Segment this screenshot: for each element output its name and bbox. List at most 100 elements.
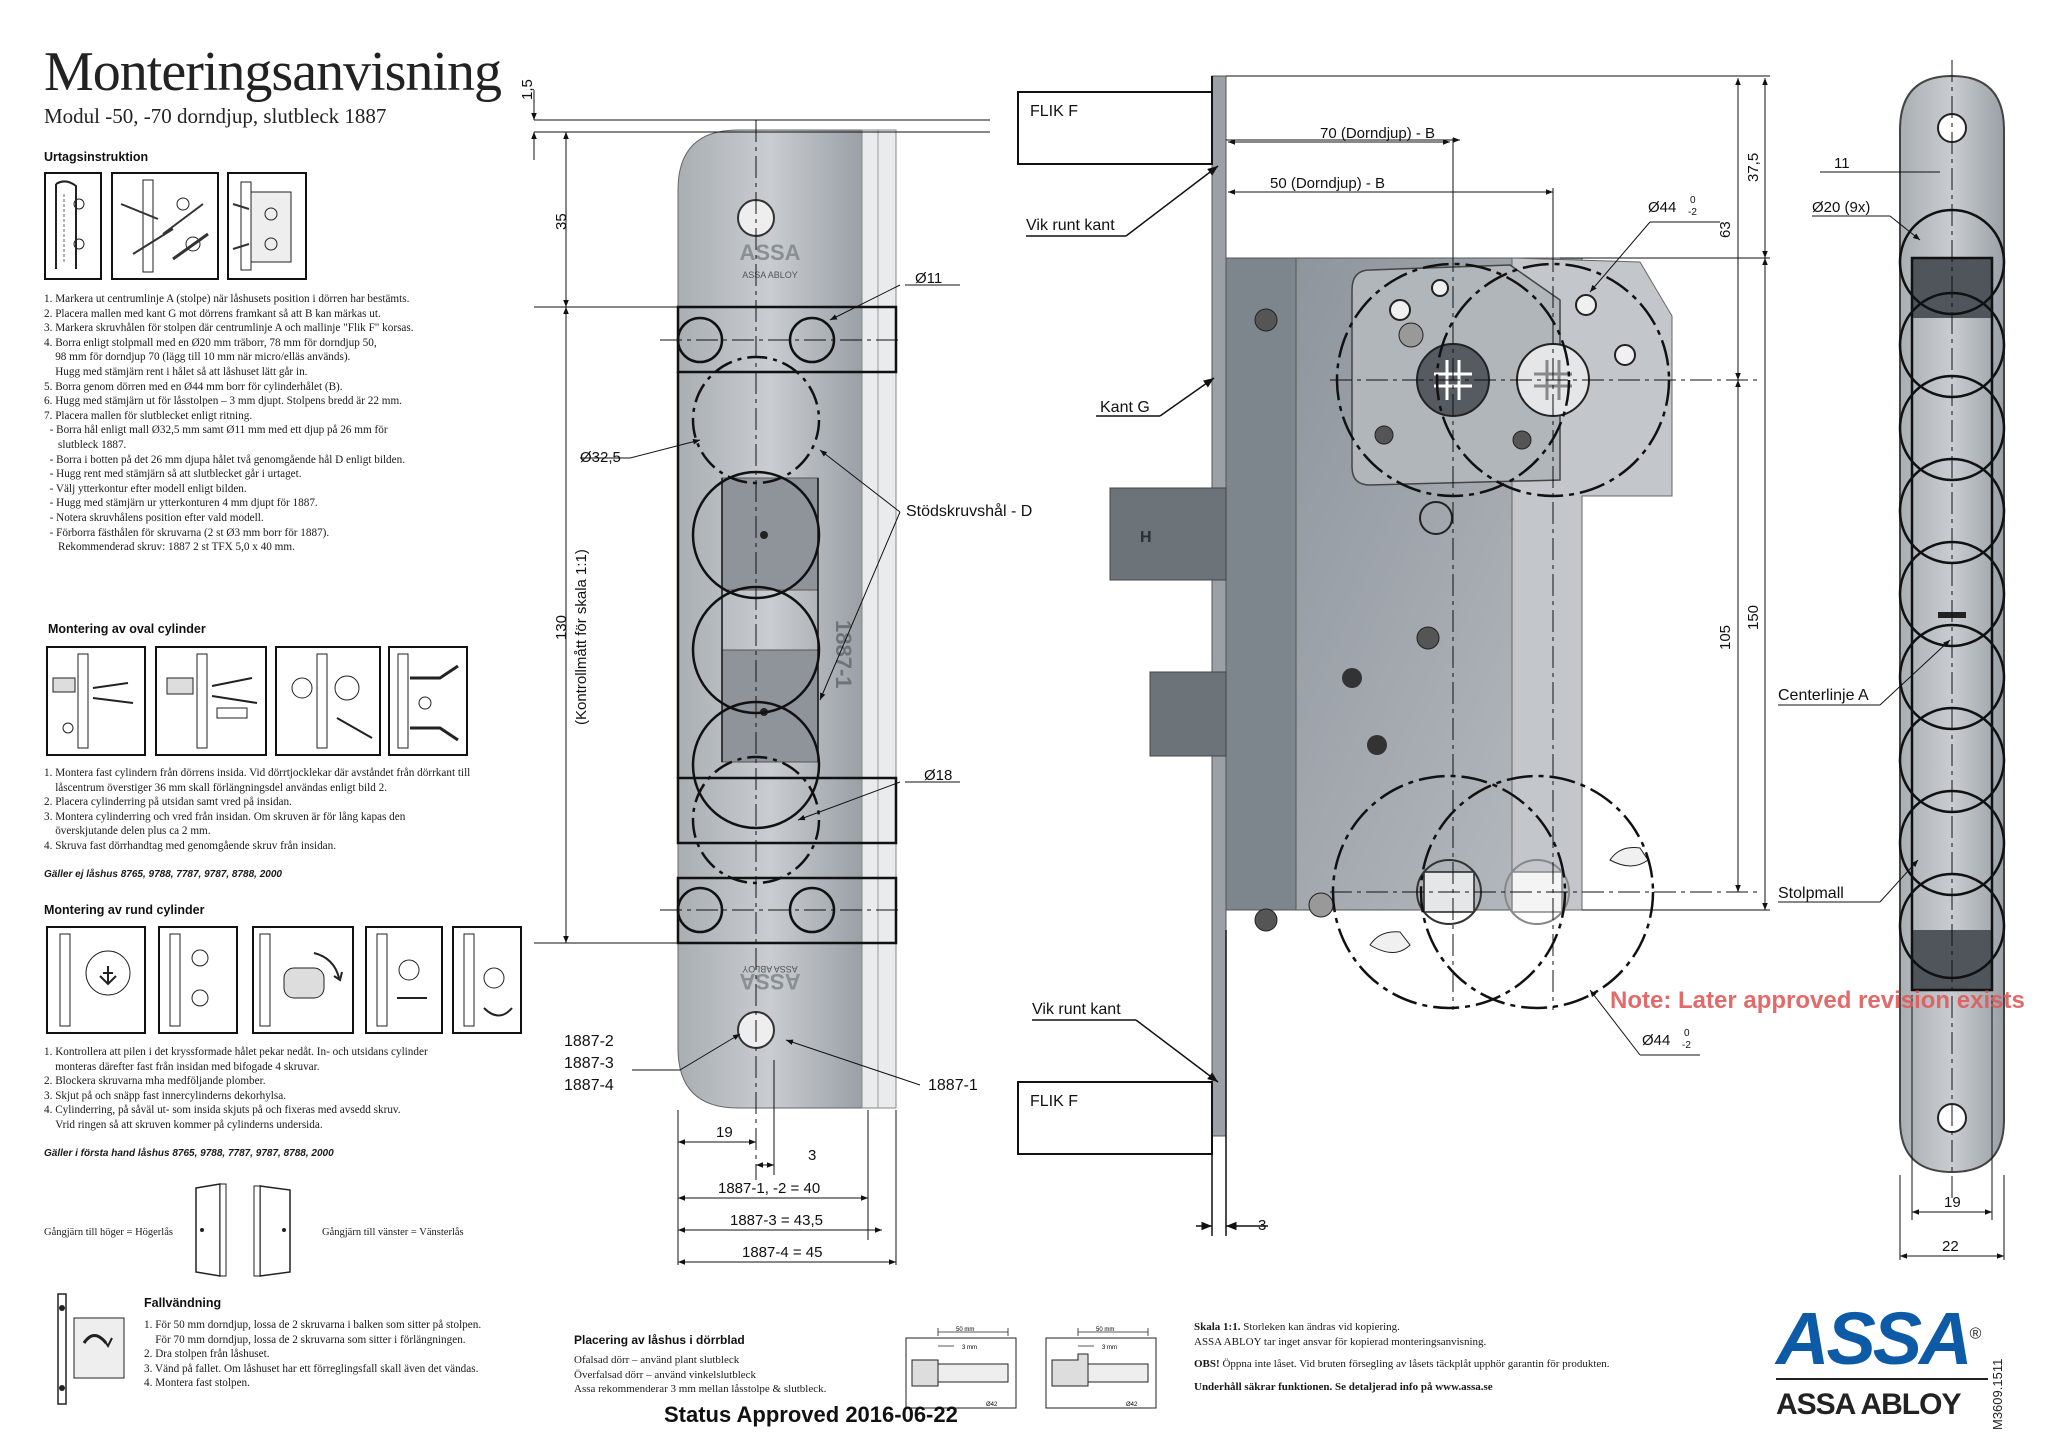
lock-label-text: FLIK F FLIK F Vik runt kant Vik runt kan… xyxy=(1026,103,1266,1234)
lock-post xyxy=(1898,60,2006,1200)
strike-dimensions xyxy=(531,90,990,1265)
rund-steps: 1. Kontrollera att pilen i det kryssform… xyxy=(44,1045,564,1133)
label-stolpmall: Stolpmall xyxy=(1778,885,1844,902)
strike-brand-top: ASSA xyxy=(739,240,800,265)
urtag-step: 2. Placera mallen med kant G mot dörrens… xyxy=(44,307,381,320)
dim-v130-note: (Kontrollmått för skala 1:1) xyxy=(573,549,590,725)
urtag-step: 6. Hugg med stämjärn ut för låsstolpen –… xyxy=(44,395,402,408)
logo-rule xyxy=(1776,1378,1988,1380)
strike-brand-sub-bottom: ASSA ABLOY xyxy=(742,964,798,974)
urtag-step: - Välj ytterkontur efter modell enligt b… xyxy=(44,482,247,495)
svg-text:Ø18: Ø18 xyxy=(924,767,952,784)
oval-illustration-3 xyxy=(275,646,381,756)
dim-h435: 1887-3 = 43,5 xyxy=(730,1212,823,1229)
dim-v15: 1,5 xyxy=(519,79,536,100)
assa-logo: ASSA® xyxy=(1776,1296,1982,1381)
dim-lock-h3: 3 xyxy=(1258,1217,1266,1234)
urtag-heading: Urtagsinstruktion xyxy=(44,150,149,164)
dim-d70: 70 (Dorndjup) - B xyxy=(1320,125,1435,142)
label-part-1887-1: 1887-1 xyxy=(928,1077,978,1094)
rund-step: 2. Blockera skruvarna mha medföljande pl… xyxy=(44,1075,266,1088)
lock-dimension-text: 70 (Dorndjup) - B 50 (Dorndjup) - B Ø44 … xyxy=(1270,125,1762,1051)
placering-line: Överfalsad dörr – använd vinkelslutbleck xyxy=(574,1368,757,1381)
strike-brand-bottom: ASSA xyxy=(739,969,800,994)
oval-step: 4. Skruva fast dörrhandtag med genomgåen… xyxy=(44,839,337,852)
tol-up: 0 xyxy=(1684,1028,1690,1039)
urtag-step: Hugg med stämjärn rent i hålet så att lå… xyxy=(44,365,308,378)
urtag-step: Rekommenderad skruv: 1887 2 st TFX 5,0 x… xyxy=(44,541,295,554)
strike-plate: ASSA ASSA ABLOY ASSA ASSA ABLOY 1887-1 xyxy=(660,120,900,1180)
strike-dimension-text: Ø11 Ø32,5 Ø18 1,5 35 130 (Kontrollmått f… xyxy=(519,79,1032,1261)
urtag-illustration-2 xyxy=(111,172,219,280)
dim-d11: 11 xyxy=(927,270,943,287)
urtag-illustration-1 xyxy=(44,172,102,280)
placering-line: Assa rekommenderar 3 mm mellan låsstolpe… xyxy=(574,1383,827,1395)
label-kant-g: Kant G xyxy=(1100,399,1150,416)
oval-step: överskjutande delen plus ca 2 mm. xyxy=(44,825,211,838)
dim-h45: 1887-4 = 45 xyxy=(742,1244,823,1261)
dim-d44-bottom: Ø44 xyxy=(1642,1032,1670,1049)
dim-prefix: Ø xyxy=(924,767,936,784)
urtag-step: - Hugg med stämjärn ur ytterkonturen 4 m… xyxy=(44,497,318,510)
post-dimensions xyxy=(1778,171,2005,1260)
dim-post-w19: 19 xyxy=(1944,1194,1961,1211)
page-title: Monteringsanvisning xyxy=(44,41,502,103)
rund-illustration-3 xyxy=(252,926,354,1034)
urtag-step: - Förborra fästhålen för skruvarna (2 st… xyxy=(44,526,330,539)
placering-heading: Placering av låshus i dörrblad xyxy=(574,1333,745,1347)
strike-part-number: 1887-1 xyxy=(831,620,856,689)
scale-bold: Skala 1:1. xyxy=(1194,1321,1241,1333)
oval-illustration-4 xyxy=(388,646,468,756)
oval-illustration-1 xyxy=(46,646,146,756)
dim-v375: 37,5 xyxy=(1745,153,1762,182)
urtag-step: 7. Placera mallen för slutblecket enligt… xyxy=(44,409,253,422)
urtag-step: 3. Markera skruvhålen för stolpen där ce… xyxy=(44,322,414,335)
bolt-letter: H xyxy=(1140,529,1152,546)
tol-up: 0 xyxy=(1690,195,1696,206)
rund-illustration-4 xyxy=(365,926,443,1034)
registered-mark: ® xyxy=(1969,1325,1982,1343)
oval-steps: 1. Montera fast cylindern från dörrens i… xyxy=(44,766,564,854)
tol-down: -2 xyxy=(1682,1040,1691,1051)
lock-dimensions xyxy=(1226,75,1770,1056)
lock-body: H xyxy=(1109,75,1760,1137)
label-flik-bottom: FLIK F xyxy=(1030,1093,1078,1110)
page-subtitle: Modul -50, -70 dorndjup, slutbleck 1887 xyxy=(44,104,387,128)
urtag-step: 4. Borra enligt stolpmall med en Ø20 mm … xyxy=(44,336,377,349)
urtag-step: 98 mm för dorndjup 70 (lägg till 10 mm n… xyxy=(44,351,351,364)
rund-illustration-1 xyxy=(46,926,146,1034)
dim-v63: 63 xyxy=(1717,221,1734,238)
rund-step: 1. Kontrollera att pilen i det kryssform… xyxy=(44,1046,428,1058)
dim-v105: 105 xyxy=(1717,625,1734,650)
sketch-label: Ø42 xyxy=(1126,1402,1138,1408)
fall-heading: Fallvändning xyxy=(144,1296,222,1310)
dim-h40: 1887-1, -2 = 40 xyxy=(718,1180,820,1197)
urtag-step: - Borra i botten på det 26 mm djupa håle… xyxy=(44,453,406,466)
door-left-label: Gångjärn till vänster = Vänsterlås xyxy=(322,1227,464,1238)
fall-step: 4. Montera fast stolpen. xyxy=(144,1377,250,1390)
assa-abloy-logo: ASSA ABLOY xyxy=(1776,1388,1961,1421)
fall-illustration xyxy=(57,1293,125,1405)
dim-d18: 18 xyxy=(936,767,953,784)
revision-note: Note: Later approved revision exists xyxy=(1610,987,2025,1014)
dim-prefix: Ø xyxy=(915,270,927,287)
scale-note: Skala 1:1. Storleken kan ändras vid kopi… xyxy=(1194,1320,1754,1394)
fall-steps: 1. För 50 mm dorndjup, lossa de 2 skruva… xyxy=(144,1318,604,1391)
label-vik-top: Vik runt kant xyxy=(1026,217,1115,234)
dim-h19: 19 xyxy=(716,1124,733,1141)
placering-line: Ofalsad dörr – använd plant slutbleck xyxy=(574,1354,740,1366)
sketch-label: Ø42 xyxy=(986,1402,998,1408)
fall-step: 3. Vänd på fallet. Om låshuset har ett f… xyxy=(144,1362,479,1375)
svg-text:Ø11: Ø11 xyxy=(915,270,942,287)
door-right-label: Gångjärn till höger = Högerlås xyxy=(44,1227,173,1238)
sketch-label: 3 mm xyxy=(1102,1345,1117,1351)
rund-step: Vrid ringen så att skruven kommer på cyl… xyxy=(44,1118,323,1131)
scale-text: ASSA ABLOY tar inget ansvar för kopierad… xyxy=(1194,1335,1487,1348)
oval-step: 2. Placera cylinderring på utsidan samt … xyxy=(44,796,292,809)
oval-step: låscentrum överstiger 36 mm skall förlän… xyxy=(44,781,388,794)
urtag-illustration-3 xyxy=(227,172,307,280)
rund-step: 4. Cylinderring, på såväl ut- som insida… xyxy=(44,1104,401,1117)
placering-sketch-plain: 50 mm 3 mm Ø42 xyxy=(905,1327,1017,1409)
dim-d50: 50 (Dorndjup) - B xyxy=(1270,175,1385,192)
